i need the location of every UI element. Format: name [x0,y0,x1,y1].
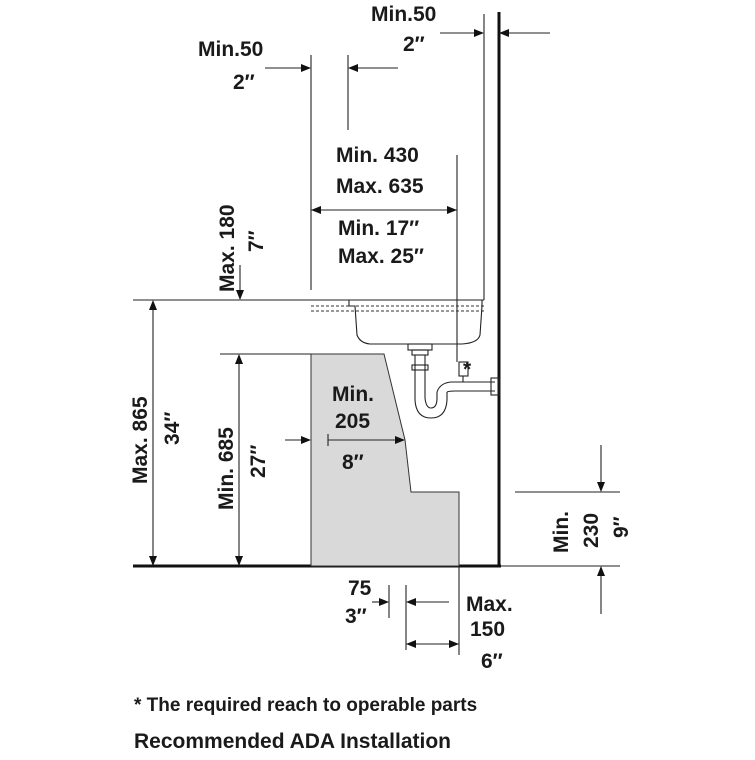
knee-depth-mm: 205 [335,410,370,433]
knee-clearance-zone [310,353,460,567]
knee-min-mm: Min. 685 [215,427,238,510]
toe-arrow-top [597,482,605,492]
toe-depth-arrow-right [449,640,459,648]
wall-flange [490,377,500,396]
toe-depth-arrow-left [406,640,416,648]
toe-depth-mm: 150 [470,618,505,641]
left-clearance-in: 2″ [233,71,255,94]
reach-min-in: Min. 17″ [338,217,419,240]
rim-max-arrow-bottom [149,556,157,566]
rim-max-in: 34″ [161,412,184,445]
knee-min-arrow-top [235,354,243,364]
reach-min-mm: Min. 430 [336,144,419,167]
toe-depth-max: Max. [466,593,513,616]
rim-max-mm: Max. 865 [129,396,152,484]
toe-min: Min. [550,511,573,553]
reach-arrow-right [447,206,457,214]
apron-max-in: 7″ [245,230,268,252]
knee-depth-in: 8″ [342,451,364,474]
toe-arrow-bottom [597,566,605,576]
toe-mm: 230 [580,513,603,548]
left-clearance-arrow-left [301,64,311,72]
trap-inner [424,392,438,409]
knee-min-in: 27″ [247,445,270,478]
reach-max-in: Max. 25″ [338,245,424,268]
rim-max-arrow-top [149,300,157,310]
apron-max-mm: Max. 180 [216,204,239,292]
trap-outer [414,392,448,419]
toe-depth-in: 6″ [481,650,503,673]
left-clearance-arrow-right [348,64,358,72]
footnote: * The required reach to operable parts [134,695,477,716]
knee-depth-min: Min. [332,383,374,406]
apron-arrow [236,290,244,300]
toe-in: 9″ [610,516,633,538]
sink-bowl [348,300,483,345]
offset-in: 3″ [345,605,367,628]
top-clearance-mm: Min.50 [371,3,436,26]
drain-flange [407,343,433,351]
offset-arrow-right [406,598,416,606]
top-clearance-arrow-right [499,29,509,37]
offset-arrow-left [379,598,389,606]
caption: Recommended ADA Installation [134,730,451,753]
knee-depth-arrow-left [301,436,311,444]
knee-depth-arrow-right [395,436,405,444]
left-clearance-mm: Min.50 [198,38,263,61]
reach-max-mm: Max. 635 [336,175,424,198]
top-clearance-arrow-left [474,29,484,37]
knee-min-arrow-bottom [235,556,243,566]
offset-mm: 75 [348,577,372,600]
slip-nut [411,364,429,371]
top-clearance-in: 2″ [403,33,425,56]
reach-arrow-left [311,206,321,214]
drain-body [411,349,429,356]
trap-arm-bottom [446,390,495,393]
trap-arm-top [436,381,495,393]
